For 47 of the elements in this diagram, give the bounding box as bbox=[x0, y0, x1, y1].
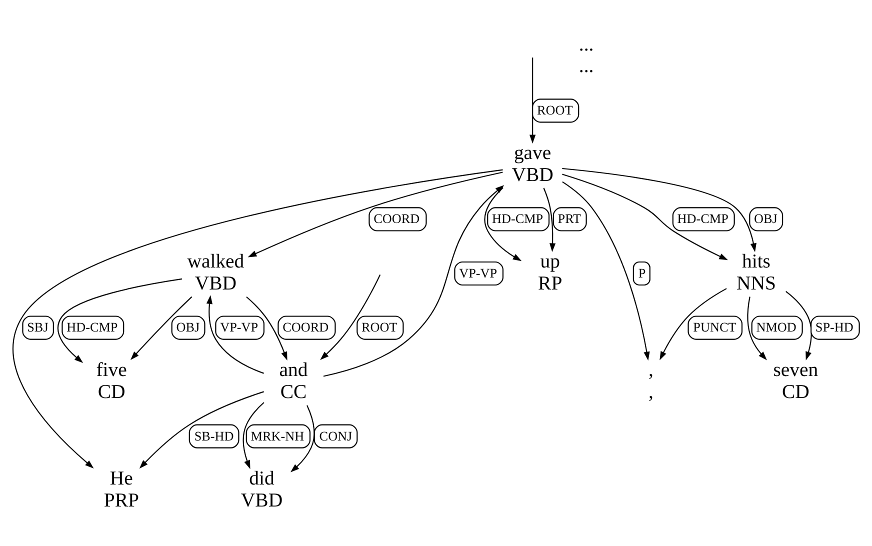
node-text: seven CD bbox=[773, 358, 818, 402]
arrow bbox=[139, 390, 264, 468]
arrow bbox=[747, 296, 767, 360]
edge-label: COORD bbox=[282, 319, 329, 334]
edge-label: MRK-NH bbox=[250, 428, 304, 443]
edge-label: PRT bbox=[558, 210, 582, 226]
node-text: did VBD bbox=[240, 466, 283, 511]
arrow bbox=[320, 274, 381, 360]
edge-label: COORD bbox=[374, 210, 420, 226]
node-text: and CC bbox=[279, 358, 308, 402]
node-text: gave VBD bbox=[512, 141, 554, 186]
arrow bbox=[242, 402, 264, 469]
node-text: up RP bbox=[538, 250, 562, 294]
node-text: He PRP bbox=[104, 466, 139, 511]
node-text: , , bbox=[648, 358, 654, 402]
node-text: hits NNS bbox=[736, 250, 776, 294]
edge-label: HD-CMP bbox=[677, 210, 728, 226]
edge-label: ROOT bbox=[362, 319, 398, 334]
arrow bbox=[290, 404, 315, 472]
edge-label: CONJ bbox=[319, 428, 352, 443]
arrow bbox=[660, 288, 727, 360]
edge-label: VP-VP bbox=[220, 319, 258, 334]
edge-label: P bbox=[638, 264, 646, 280]
edge-label: OBJ bbox=[754, 210, 778, 226]
arrow bbox=[484, 186, 522, 261]
edge-label: ROOT bbox=[536, 102, 573, 118]
edge-label: SBJ bbox=[27, 319, 48, 334]
edge-label: OBJ bbox=[176, 319, 200, 334]
node-text: ... ... bbox=[578, 32, 594, 77]
arrow bbox=[562, 167, 756, 252]
edge-label: HD-CMP bbox=[66, 319, 118, 334]
edge-label: SB-HD bbox=[194, 428, 234, 443]
arrow bbox=[543, 187, 556, 252]
edge-label: HD-CMP bbox=[492, 210, 544, 226]
edge-label: SP-HD bbox=[815, 319, 854, 334]
arrow bbox=[562, 173, 728, 260]
arrow bbox=[530, 57, 536, 144]
edge-label: PUNCT bbox=[693, 319, 736, 334]
arrow bbox=[130, 296, 192, 360]
edge-label: VP-VP bbox=[459, 264, 498, 280]
arrow bbox=[248, 171, 503, 257]
edge-label: NMOD bbox=[756, 319, 796, 334]
arrow bbox=[246, 296, 288, 360]
node-text: walked VBD bbox=[187, 250, 244, 294]
arrow bbox=[786, 290, 812, 360]
node-text: five CD bbox=[96, 358, 127, 402]
arrow bbox=[58, 278, 182, 363]
